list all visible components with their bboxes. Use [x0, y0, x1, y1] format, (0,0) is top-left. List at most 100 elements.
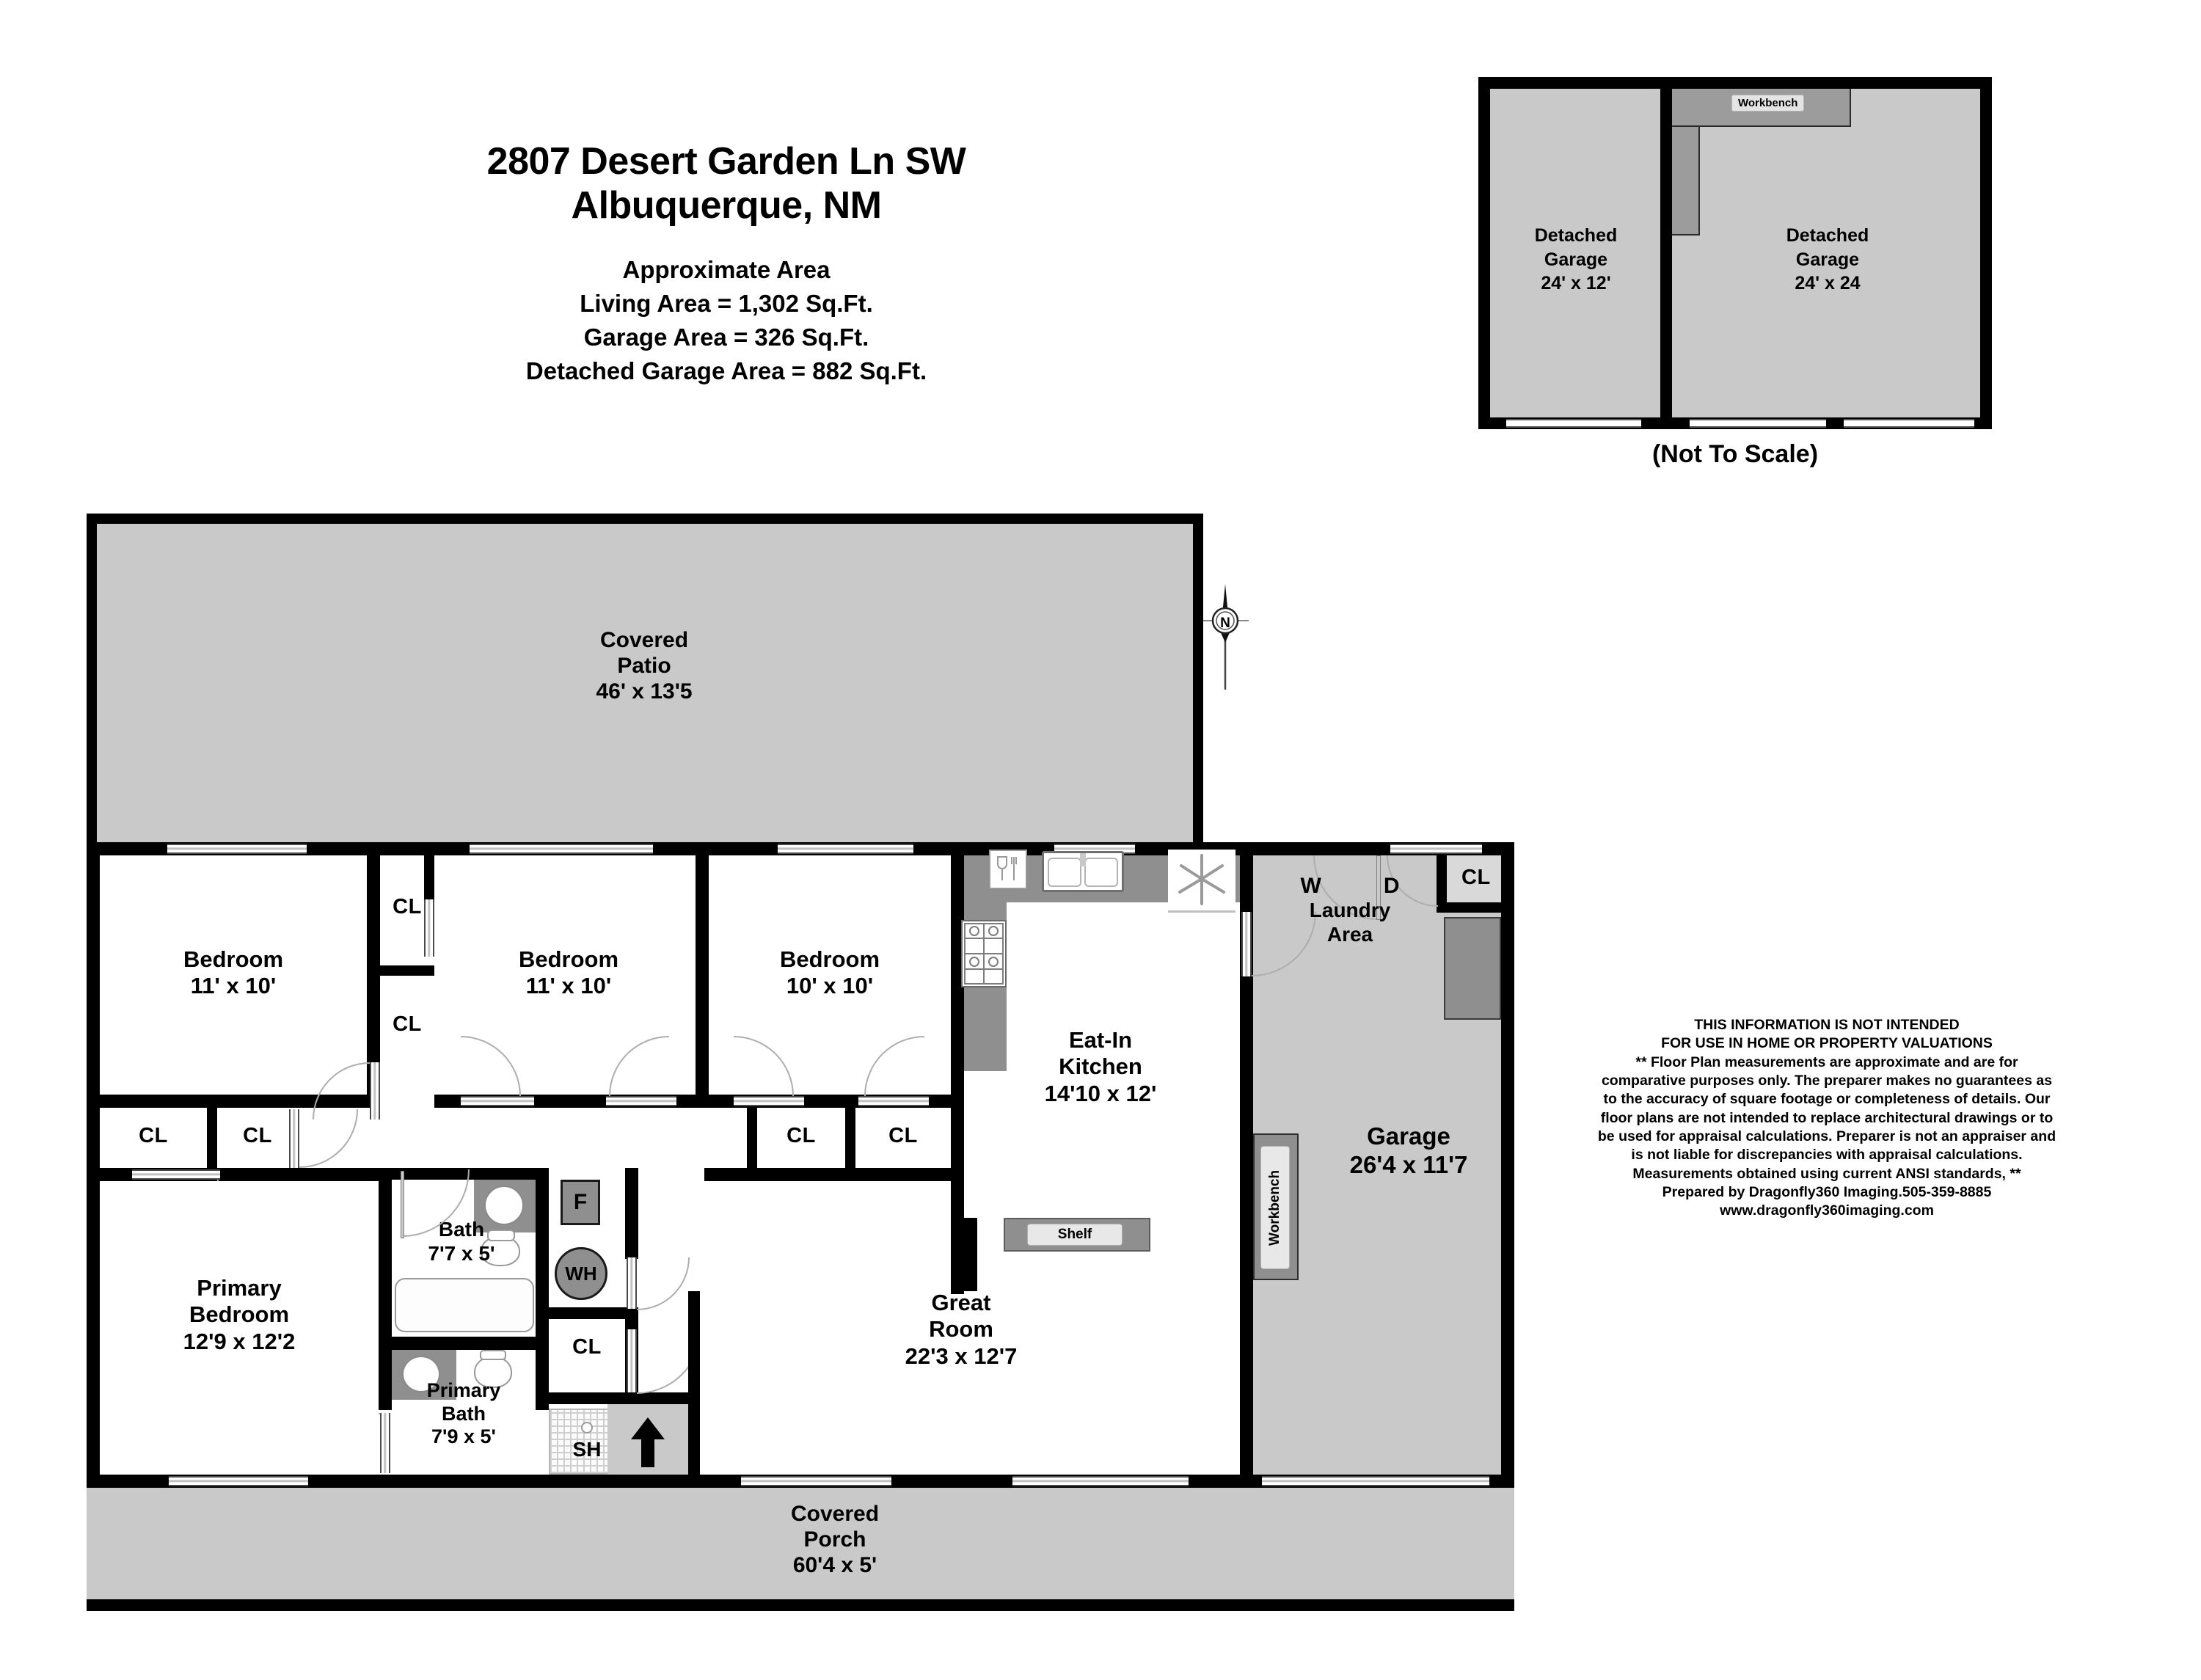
- primary-bath-toilet-tank: [480, 1350, 506, 1360]
- patio-wall-right: [1193, 514, 1203, 844]
- hall-closet-mid-1-floor: [757, 1108, 845, 1178]
- dg-wall-top: [1478, 77, 1992, 89]
- disclaimer-line-10: Prepared by Dragonfly360 Imaging.505-359…: [1662, 1184, 1992, 1201]
- primary-bedroom-line1: Primary: [197, 1275, 282, 1301]
- garage-workbench-label: Workbench: [1260, 1146, 1290, 1269]
- patio-line1: Covered: [599, 628, 689, 652]
- bath-dims: 7'7 x 5': [428, 1241, 495, 1265]
- bedroom3-right-wall: [951, 855, 964, 1222]
- dishwasher-icon: [989, 850, 1027, 889]
- kitchen-bottom-wall: [964, 1218, 977, 1291]
- closet-bed12-lower-label: CL: [393, 1012, 422, 1036]
- dg-floor-left: [1490, 89, 1660, 417]
- hall-closet-mid-2-floor: [855, 1108, 951, 1178]
- bath-sink-bowl: [484, 1186, 524, 1225]
- dg-right-dims: 24' x 24: [1795, 273, 1861, 293]
- hall-closet-left-1-label: CL: [139, 1124, 168, 1147]
- disclaimer-line-7: be used for appraisal calculations. Prep…: [1597, 1128, 2056, 1145]
- window-great-bottom-2: [1012, 1476, 1189, 1486]
- dg-door-opening-left: [1506, 419, 1641, 428]
- disclaimer-line-1: THIS INFORMATION IS NOT INTENDED: [1694, 1017, 1960, 1033]
- bedroom2b-door-opening: [606, 1096, 676, 1106]
- hall-closet-left-2-label: CL: [243, 1124, 272, 1147]
- kitchen-lower-left-wall: [951, 1203, 964, 1294]
- dg-right-line2: Garage: [1795, 249, 1860, 270]
- closet-bed12-lower-floor: [380, 976, 434, 1095]
- bedroom-3-name: Bedroom: [779, 946, 880, 972]
- patio-wall-top: [87, 514, 1203, 524]
- bedroom-1-floor: [100, 855, 367, 1105]
- porch-line1: Covered: [790, 1502, 880, 1526]
- bedroom-2-dims: 11' x 10': [525, 973, 612, 999]
- house-wall-left: [87, 842, 100, 1488]
- covered-patio: Covered Patio 46' x 13'5: [87, 514, 1203, 844]
- bedroom-1-dims: 11' x 10': [190, 973, 277, 999]
- utility-closet-door: [627, 1329, 637, 1392]
- hall-closet-mid-left-wall: [747, 1108, 757, 1178]
- dg-left-dims: 24' x 12': [1541, 273, 1611, 293]
- patio-wall-left: [87, 514, 97, 844]
- hall-closet-left-2-arc: [299, 1109, 358, 1168]
- washer-label: W: [1300, 874, 1321, 898]
- garage-closet-label: CL: [1461, 866, 1491, 889]
- disclaimer-line-6: floor plans are not intended to replace …: [1600, 1109, 2054, 1126]
- bedroom-3-dims: 10' x 10': [786, 973, 874, 999]
- dg-workbench-label: Workbench: [1731, 95, 1805, 112]
- garage-closet-floor: [1445, 855, 1501, 907]
- dryer-label: D: [1383, 874, 1400, 898]
- utility-chase-right-wall: [625, 1168, 638, 1259]
- laundry-line1: Laundry: [1309, 899, 1391, 922]
- bedroom3b-door-opening: [858, 1096, 929, 1106]
- shower-label: SH: [572, 1438, 602, 1461]
- hall-closet-left-2-floor: [217, 1108, 298, 1178]
- porch-floor: [87, 1488, 1514, 1599]
- laundry-line2: Area: [1326, 922, 1373, 946]
- kitchen-sink-icon: [1042, 851, 1124, 892]
- range-cooktop-icon: [961, 920, 1007, 987]
- closet-bed12-lower-door: [370, 1062, 380, 1120]
- primary-bath-label: Primary Bath 7'9 x 5': [379, 1379, 549, 1449]
- hall-closet-mid-bottom-wall: [704, 1168, 964, 1181]
- area-heading: Approximate Area: [622, 255, 831, 283]
- bedroom-1-label: Bedroom 11' x 10': [110, 946, 357, 1000]
- bedroom2-right-wall: [696, 855, 709, 1105]
- kitchen-line2: Kitchen: [1059, 1053, 1142, 1080]
- laundry-exterior-door-leaf: [1376, 855, 1381, 920]
- dg-right-line1: Detached: [1786, 225, 1869, 246]
- hall-closet-left-1-right-wall: [207, 1108, 217, 1178]
- furnace-tag: F: [561, 1180, 600, 1225]
- dg-left-line2: Garage: [1544, 249, 1608, 270]
- great-room-left-wall: [688, 1291, 700, 1475]
- primary-bedroom-floor: [100, 1181, 379, 1475]
- utility-door-upper-arc: [637, 1257, 690, 1310]
- water-heater-tag: WH: [555, 1247, 607, 1300]
- laundry-garage-wall: [1240, 842, 1253, 1488]
- great-room-label: Great Room 22'3 x 12'7: [829, 1290, 1093, 1370]
- primary-bath-line2: Bath: [442, 1402, 486, 1425]
- utility-closet-bottom-wall: [549, 1392, 688, 1404]
- kitchen-dims: 14'10 x 12': [1044, 1080, 1157, 1106]
- primary-bath-sink-bowl: [402, 1356, 440, 1392]
- garage-door-opening: [1262, 1476, 1489, 1486]
- bedroom2-door-opening: [461, 1096, 534, 1106]
- window-great-bottom-1: [741, 1476, 891, 1486]
- disclaimer-line-3: ** Floor Plan measurements are approxima…: [1635, 1053, 2018, 1070]
- primary-bath-toilet: [474, 1356, 512, 1388]
- great-room-dims: 22'3 x 12'7: [905, 1343, 1018, 1369]
- disclaimer-block: THIS INFORMATION IS NOT INTENDED FOR USE…: [1592, 1016, 2062, 1221]
- primary-bath-door: [380, 1413, 390, 1473]
- disclaimer-line-8: is not liable for discrepancies with app…: [1631, 1147, 2023, 1164]
- laundry-door-opening: [1241, 912, 1252, 976]
- dg-center-wall: [1660, 77, 1672, 429]
- disclaimer-line-5: to the accuracy of square footage or com…: [1603, 1091, 2051, 1108]
- compass-north-icon: N: [1202, 584, 1249, 690]
- patio-line2: Patio: [617, 654, 671, 679]
- detached-garage-plan: Workbench Detached Garage 24' x 12' Deta…: [1478, 77, 1992, 429]
- great-room-floor: [698, 1291, 1240, 1475]
- compass-rose: N: [1189, 580, 1262, 697]
- garage-label: Garage 26'4 x 11'7: [1313, 1122, 1504, 1179]
- closet-bed12-mid-wall: [380, 965, 434, 976]
- disclaimer-line-4: comparative purposes only. The preparer …: [1601, 1073, 2053, 1089]
- kitchen-label: Eat-In Kitchen 14'10 x 12': [976, 1027, 1225, 1107]
- utility-chase-mid-wall: [549, 1307, 638, 1319]
